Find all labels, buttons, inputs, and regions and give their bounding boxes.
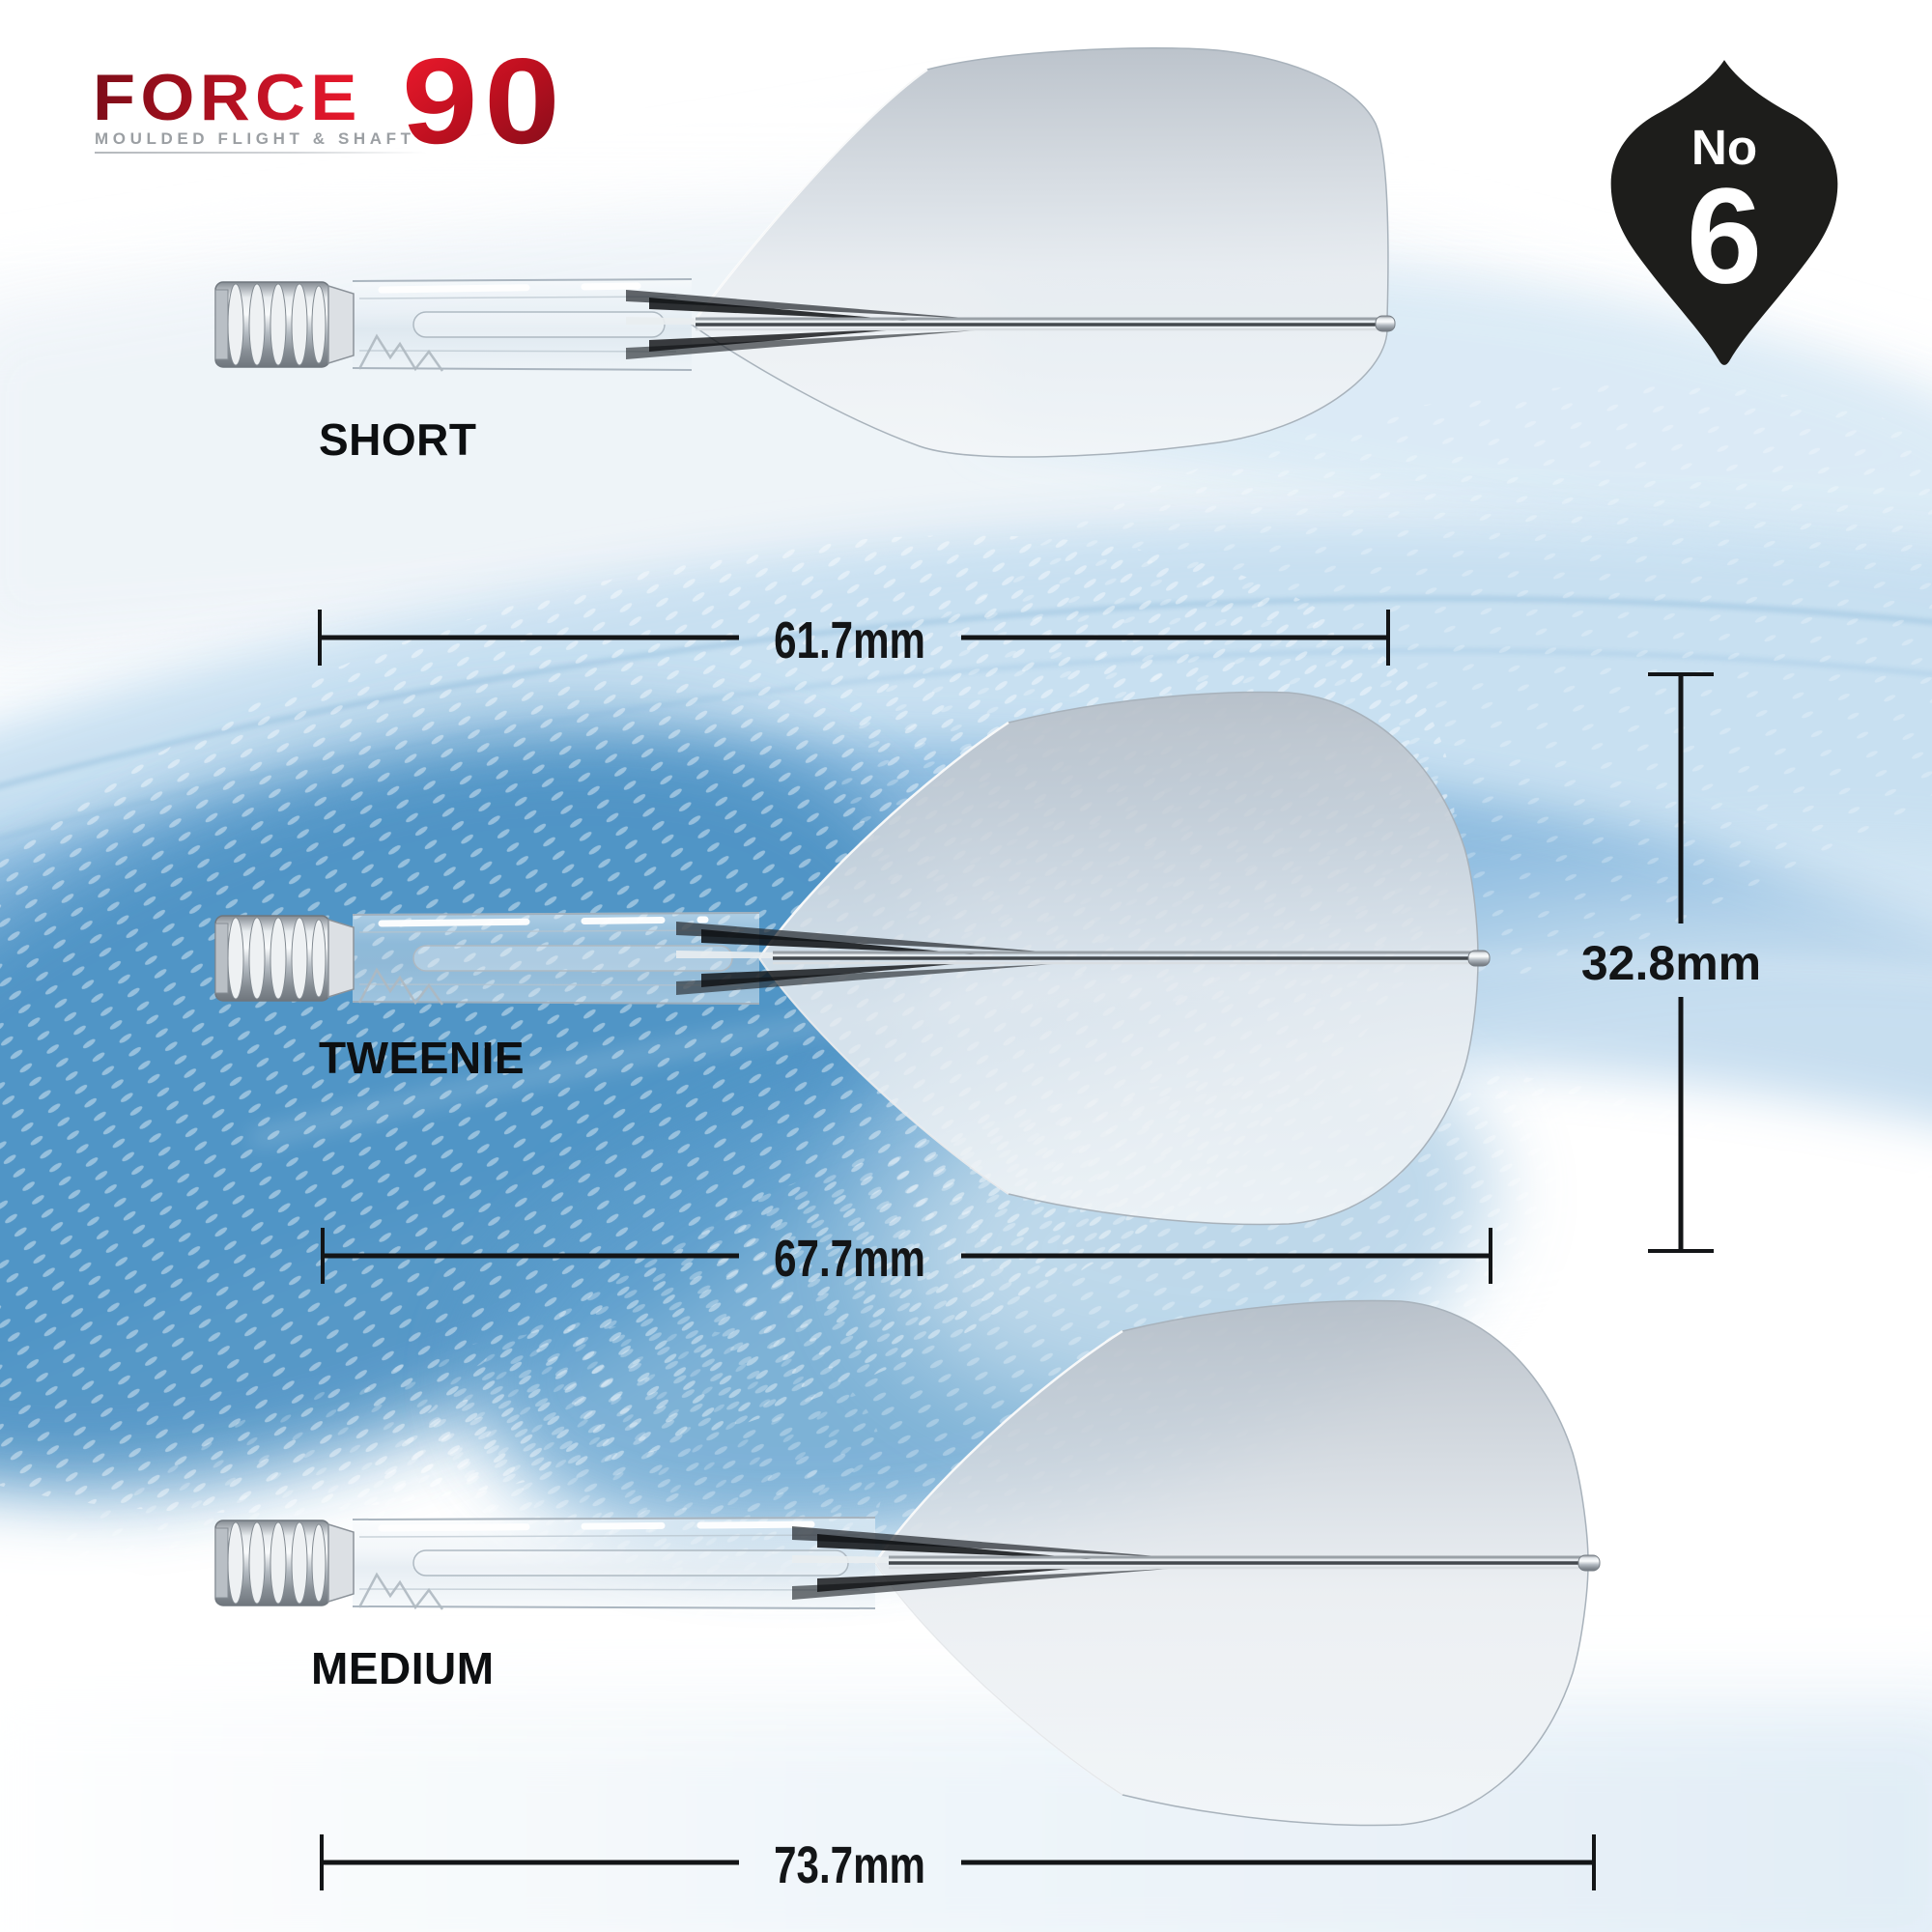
logo-tagline: MOULDED FLIGHT & SHAFT: [95, 129, 415, 148]
logo-number-text: 90: [402, 33, 567, 169]
mountain-peaks-icon: [357, 967, 444, 1006]
dart-flight-no6-silhouette-icon: [1610, 60, 1838, 365]
length-value-medium: 73.7mm: [774, 1836, 926, 1894]
thread-tweenie: [214, 915, 355, 1002]
badge-number-text: 6: [1687, 160, 1762, 312]
logo-brand-text: FORCE: [93, 61, 362, 134]
shaft-medium: [353, 1517, 875, 1609]
logo-underline: [95, 152, 427, 154]
badge-prefix-text: No: [1691, 120, 1757, 175]
dimension-line-tweenie: [321, 1228, 1492, 1284]
shaft-short: [353, 278, 692, 371]
variant-label-medium: MEDIUM: [311, 1643, 495, 1693]
variant-label-tweenie: TWEENIE: [319, 1033, 526, 1083]
flight-number-badge: No 6: [1610, 60, 1838, 365]
flight-height-value: 32.8mm: [1580, 936, 1762, 990]
dimension-line-short: [318, 610, 1390, 666]
dart-short: [214, 47, 1396, 458]
dimension-line-flight-height: [1648, 672, 1714, 1253]
mountain-peaks-icon: [357, 1572, 444, 1610]
force90-logo: FORCE 90 MOULDED FLIGHT & SHAFT: [93, 33, 711, 199]
length-value-tweenie: 67.7mm: [774, 1230, 926, 1288]
shaft-tweenie: [353, 912, 759, 1005]
dart-tweenie: [214, 691, 1491, 1226]
thread-medium: [214, 1520, 355, 1606]
thread-short: [214, 281, 355, 368]
variant-label-short: SHORT: [319, 414, 477, 465]
dart-medium: [214, 1299, 1601, 1827]
dimension-line-medium: [320, 1834, 1596, 1890]
mountain-peaks-icon: [357, 333, 444, 372]
flight-short: [690, 47, 1389, 458]
length-value-short: 61.7mm: [774, 611, 926, 669]
